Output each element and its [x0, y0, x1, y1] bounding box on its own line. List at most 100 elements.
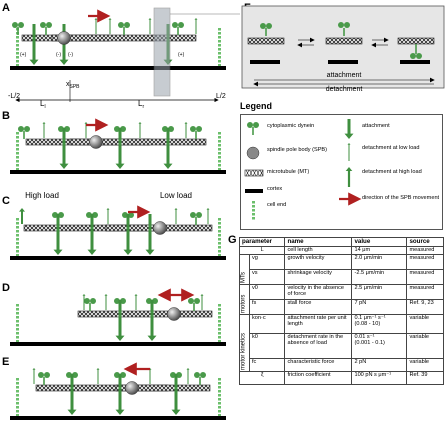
header-parameter: parameter	[238, 236, 286, 248]
dynein-icon	[247, 122, 259, 135]
param-symbol: ξ	[238, 370, 286, 385]
dynein-icon	[338, 22, 350, 36]
panel-label-a: A	[2, 2, 10, 14]
cortex-icon	[328, 60, 358, 64]
dynein-icon	[18, 126, 30, 139]
dynein-icon	[190, 212, 202, 225]
header-value: value	[351, 236, 408, 248]
panel-label-d: D	[2, 282, 10, 294]
left-end-label: -L/2	[8, 93, 20, 100]
param-value: 0.01 s⁻¹ (0.001 - 0.1)	[351, 332, 408, 359]
dynein-icon	[172, 22, 184, 35]
param-name: characteristic force	[284, 357, 353, 372]
legend-cellend-text: cell end	[267, 202, 287, 208]
dynein-icon	[38, 372, 50, 385]
cell-end-icon	[252, 205, 255, 208]
attachment-arrow	[115, 128, 125, 169]
table-row: fc characteristic force 2 pN variable	[240, 357, 444, 372]
param-source: measured	[406, 283, 444, 300]
minus-sign-2: (-)	[68, 52, 73, 58]
cortex-icon	[10, 416, 226, 420]
minus-sign-1: (-)	[56, 52, 61, 58]
detachment-arrow	[134, 294, 138, 310]
param-value: 0.1 μm⁻¹ s⁻¹ (0.08 - 10)	[351, 313, 408, 334]
param-source: measured	[406, 268, 444, 285]
attachment-arrow	[59, 128, 69, 169]
table-row: motor kinetics kon·c attachment rate per…	[239, 313, 444, 372]
microtubule-icon	[244, 169, 264, 177]
param-value: -2.5 μm/min	[351, 268, 408, 285]
cell-end-icon	[16, 218, 19, 257]
param-source: measured	[406, 253, 444, 270]
cortex-icon	[10, 342, 226, 346]
xspb-label: xSPB	[66, 81, 80, 90]
param-source: Ref. 9, 23	[406, 298, 444, 315]
spb-icon	[125, 381, 139, 395]
legend-title: Legend	[240, 101, 273, 111]
group-motors: motors	[239, 284, 250, 315]
param-value: 2.5 μm/min	[351, 283, 408, 300]
param-symbol: k0	[248, 332, 286, 359]
param-value: 100 pN s μm⁻¹	[351, 370, 408, 385]
detachment-arrow	[174, 208, 178, 224]
attachment-arrow	[163, 128, 173, 169]
dynein-icon	[84, 298, 96, 311]
detachment-arrow	[19, 208, 25, 224]
attachment-arrow	[147, 300, 157, 341]
detachment-arrow	[42, 122, 46, 138]
param-source: variable	[406, 313, 444, 334]
dynein-icon	[190, 126, 202, 139]
spb-icon	[246, 146, 260, 160]
legend-detach-high-text: detachment at high load	[362, 169, 422, 175]
param-source: measured	[406, 246, 444, 255]
cortex-icon	[10, 170, 226, 174]
highlight-box	[153, 7, 171, 97]
attachment-arrow	[171, 374, 181, 415]
param-name: velocity in the absence of force	[284, 283, 353, 300]
param-name: stall force	[284, 298, 353, 315]
header-source: source	[406, 236, 444, 248]
cell-end-icon	[252, 217, 255, 220]
dynein-icon	[118, 22, 130, 35]
attachment-arrow	[115, 374, 125, 415]
l-left-label: Ll	[40, 99, 46, 110]
detachment-arrow	[108, 18, 112, 34]
detachment-arrow	[94, 18, 98, 34]
param-value: 2.0 μm/min	[351, 253, 408, 270]
attachment-arrow	[123, 214, 133, 255]
legend-attachment-text: attachment	[362, 123, 390, 129]
detachment-arrow	[138, 122, 142, 138]
dynein-icon	[410, 44, 422, 59]
cortex-icon	[10, 66, 226, 70]
cortex-icon	[10, 256, 226, 260]
param-value: 14 μm	[351, 246, 408, 255]
microtubule-icon	[325, 37, 363, 45]
cell-end-icon	[218, 378, 221, 417]
legend-icons	[244, 119, 362, 220]
dynein-icon	[260, 23, 272, 36]
microtubule-icon	[247, 37, 285, 45]
table-row: ξ friction coefficient 100 pN s μm⁻¹ Ref…	[238, 370, 444, 385]
table-row: k0 detachment rate in the absence of loa…	[240, 332, 444, 359]
panel-label-c: C	[2, 195, 10, 207]
plus-sign-right: (+)	[178, 52, 185, 58]
param-symbol: v0	[248, 283, 286, 300]
param-symbol: vg	[248, 253, 286, 270]
group-mts: MTs	[239, 254, 250, 285]
cell-end-icon	[218, 304, 221, 343]
cell-end-icon	[218, 28, 221, 67]
param-name: attachment rate per unit length	[284, 313, 353, 334]
param-symbol: fc	[248, 357, 286, 372]
param-symbol: L	[238, 246, 286, 255]
param-source: Ref. 39	[406, 370, 444, 385]
cortex-icon	[245, 189, 263, 193]
detachment-arrow	[186, 368, 190, 384]
legend-box: cytoplasmic dynein spindle pole body (SP…	[240, 114, 443, 230]
param-source: variable	[406, 357, 444, 372]
cortex-icon	[250, 60, 280, 64]
param-name: growth velocity	[284, 253, 353, 270]
param-symbol: fs	[248, 298, 286, 315]
cell-end-icon	[218, 132, 221, 171]
table-row: L cell length 14 μm measured	[238, 246, 444, 255]
spb-icon	[89, 135, 103, 149]
